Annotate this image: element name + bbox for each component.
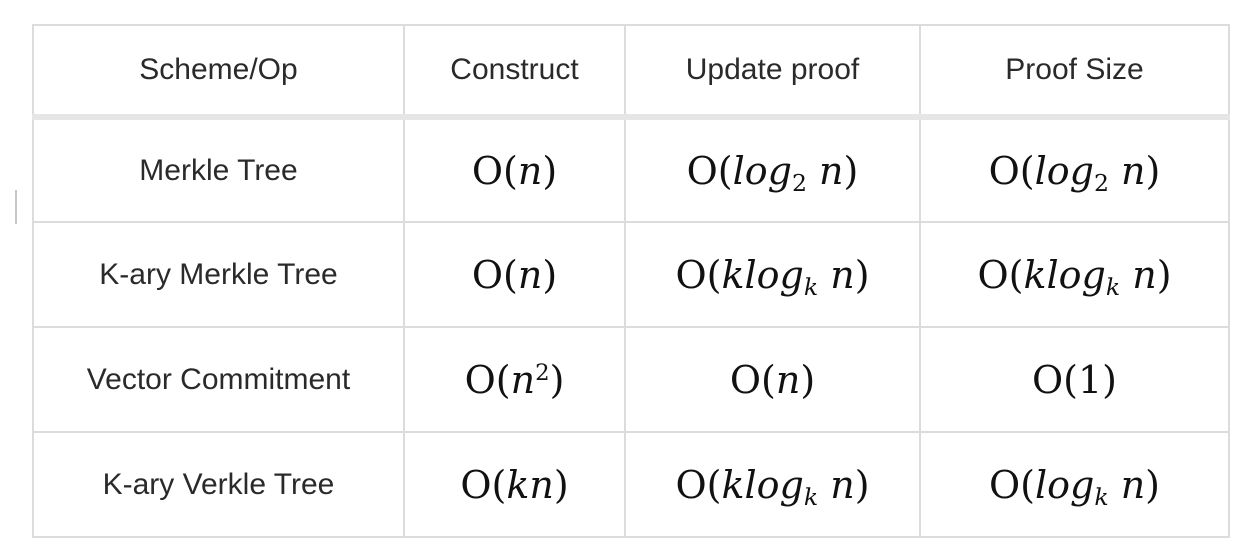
header-proof-size: Proof Size	[919, 24, 1230, 118]
proof-size-cell: O(log2 n)	[919, 114, 1230, 223]
table-row: K-ary Verkle Tree O(kn) O(klogk n) O(log…	[32, 431, 1230, 538]
proof-size-cell: O(logk n)	[919, 431, 1230, 538]
update-proof-cell: O(klogk n)	[624, 431, 921, 538]
scheme-cell: K-ary Verkle Tree	[32, 431, 405, 538]
scheme-cell: Merkle Tree	[32, 114, 405, 223]
construct-cell: O(n2)	[403, 326, 626, 433]
construct-cell: O(n)	[403, 221, 626, 328]
scheme-cell: K-ary Merkle Tree	[32, 221, 405, 328]
header-construct: Construct	[403, 24, 626, 118]
stray-line-mark	[15, 190, 17, 224]
table-row: Merkle Tree O(n) O(log2 n) O(log2 n)	[32, 114, 1230, 223]
table-row: K-ary Merkle Tree O(n) O(klogk n) O(klog…	[32, 221, 1230, 328]
update-proof-cell: O(log2 n)	[624, 114, 921, 223]
header-scheme: Scheme/Op	[32, 24, 405, 118]
proof-size-cell: O(klogk n)	[919, 221, 1230, 328]
header-update-proof: Update proof	[624, 24, 921, 118]
complexity-comparison-table: Scheme/Op Construct Update proof Proof S…	[32, 24, 1230, 538]
table-row: Vector Commitment O(n2) O(n) O(1)	[32, 326, 1230, 433]
scheme-cell: Vector Commitment	[32, 326, 405, 433]
header-row: Scheme/Op Construct Update proof Proof S…	[32, 24, 1230, 118]
construct-cell: O(kn)	[403, 431, 626, 538]
construct-cell: O(n)	[403, 114, 626, 223]
update-proof-cell: O(n)	[624, 326, 921, 433]
proof-size-cell: O(1)	[919, 326, 1230, 433]
update-proof-cell: O(klogk n)	[624, 221, 921, 328]
